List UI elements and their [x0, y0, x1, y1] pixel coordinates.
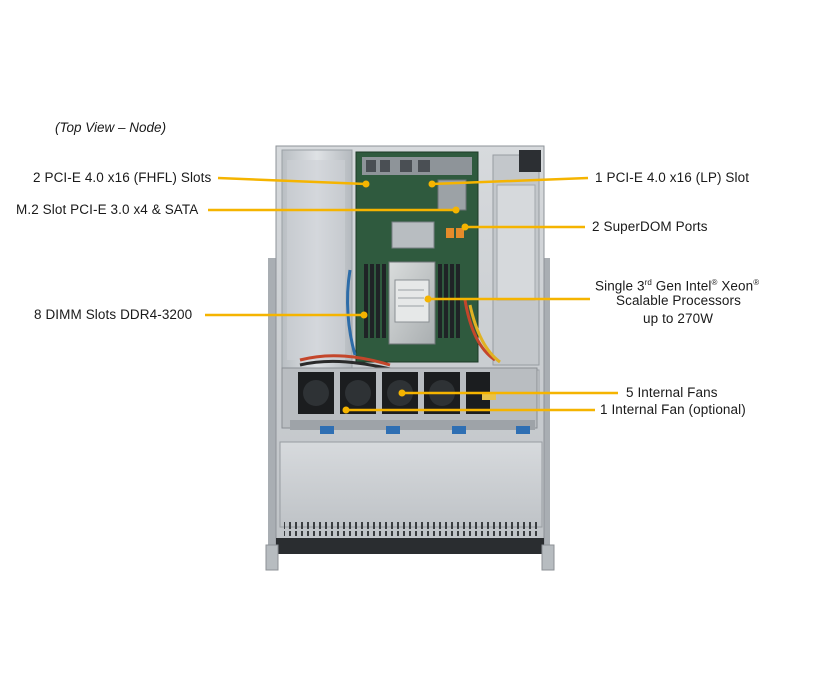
fan-bay	[281, 367, 538, 434]
callout-internal-fans: 5 Internal Fans	[626, 385, 718, 400]
leader-dots	[342, 180, 469, 414]
callout-pcie-fhfl-slots: 2 PCI-E 4.0 x16 (FHFL) Slots	[33, 170, 212, 185]
callout-cpu-line2: Scalable Processors	[616, 293, 741, 308]
leader-pcie-lp	[431, 176, 589, 186]
callout-cpu-line1: Single 3rd Gen Intel® Xeon®	[595, 278, 760, 294]
motherboard	[355, 151, 479, 363]
callout-m2-slot: M.2 Slot PCI-E 3.0 x4 & SATA	[16, 202, 199, 217]
callout-optional-fan: 1 Internal Fan (optional)	[600, 402, 746, 417]
callout-pcie-lp-slot: 1 PCI-E 4.0 x16 (LP) Slot	[595, 170, 750, 185]
diagram-caption: (Top View – Node)	[55, 120, 167, 135]
leader-pcie-fhfl	[217, 176, 367, 186]
front-drive-bay	[265, 441, 555, 571]
leader-lines	[205, 176, 618, 412]
callout-dimm-slots: 8 DIMM Slots DDR4-3200	[34, 307, 193, 322]
callout-cpu-line3: up to 270W	[643, 311, 714, 326]
callout-superdom-ports: 2 SuperDOM Ports	[592, 219, 708, 234]
